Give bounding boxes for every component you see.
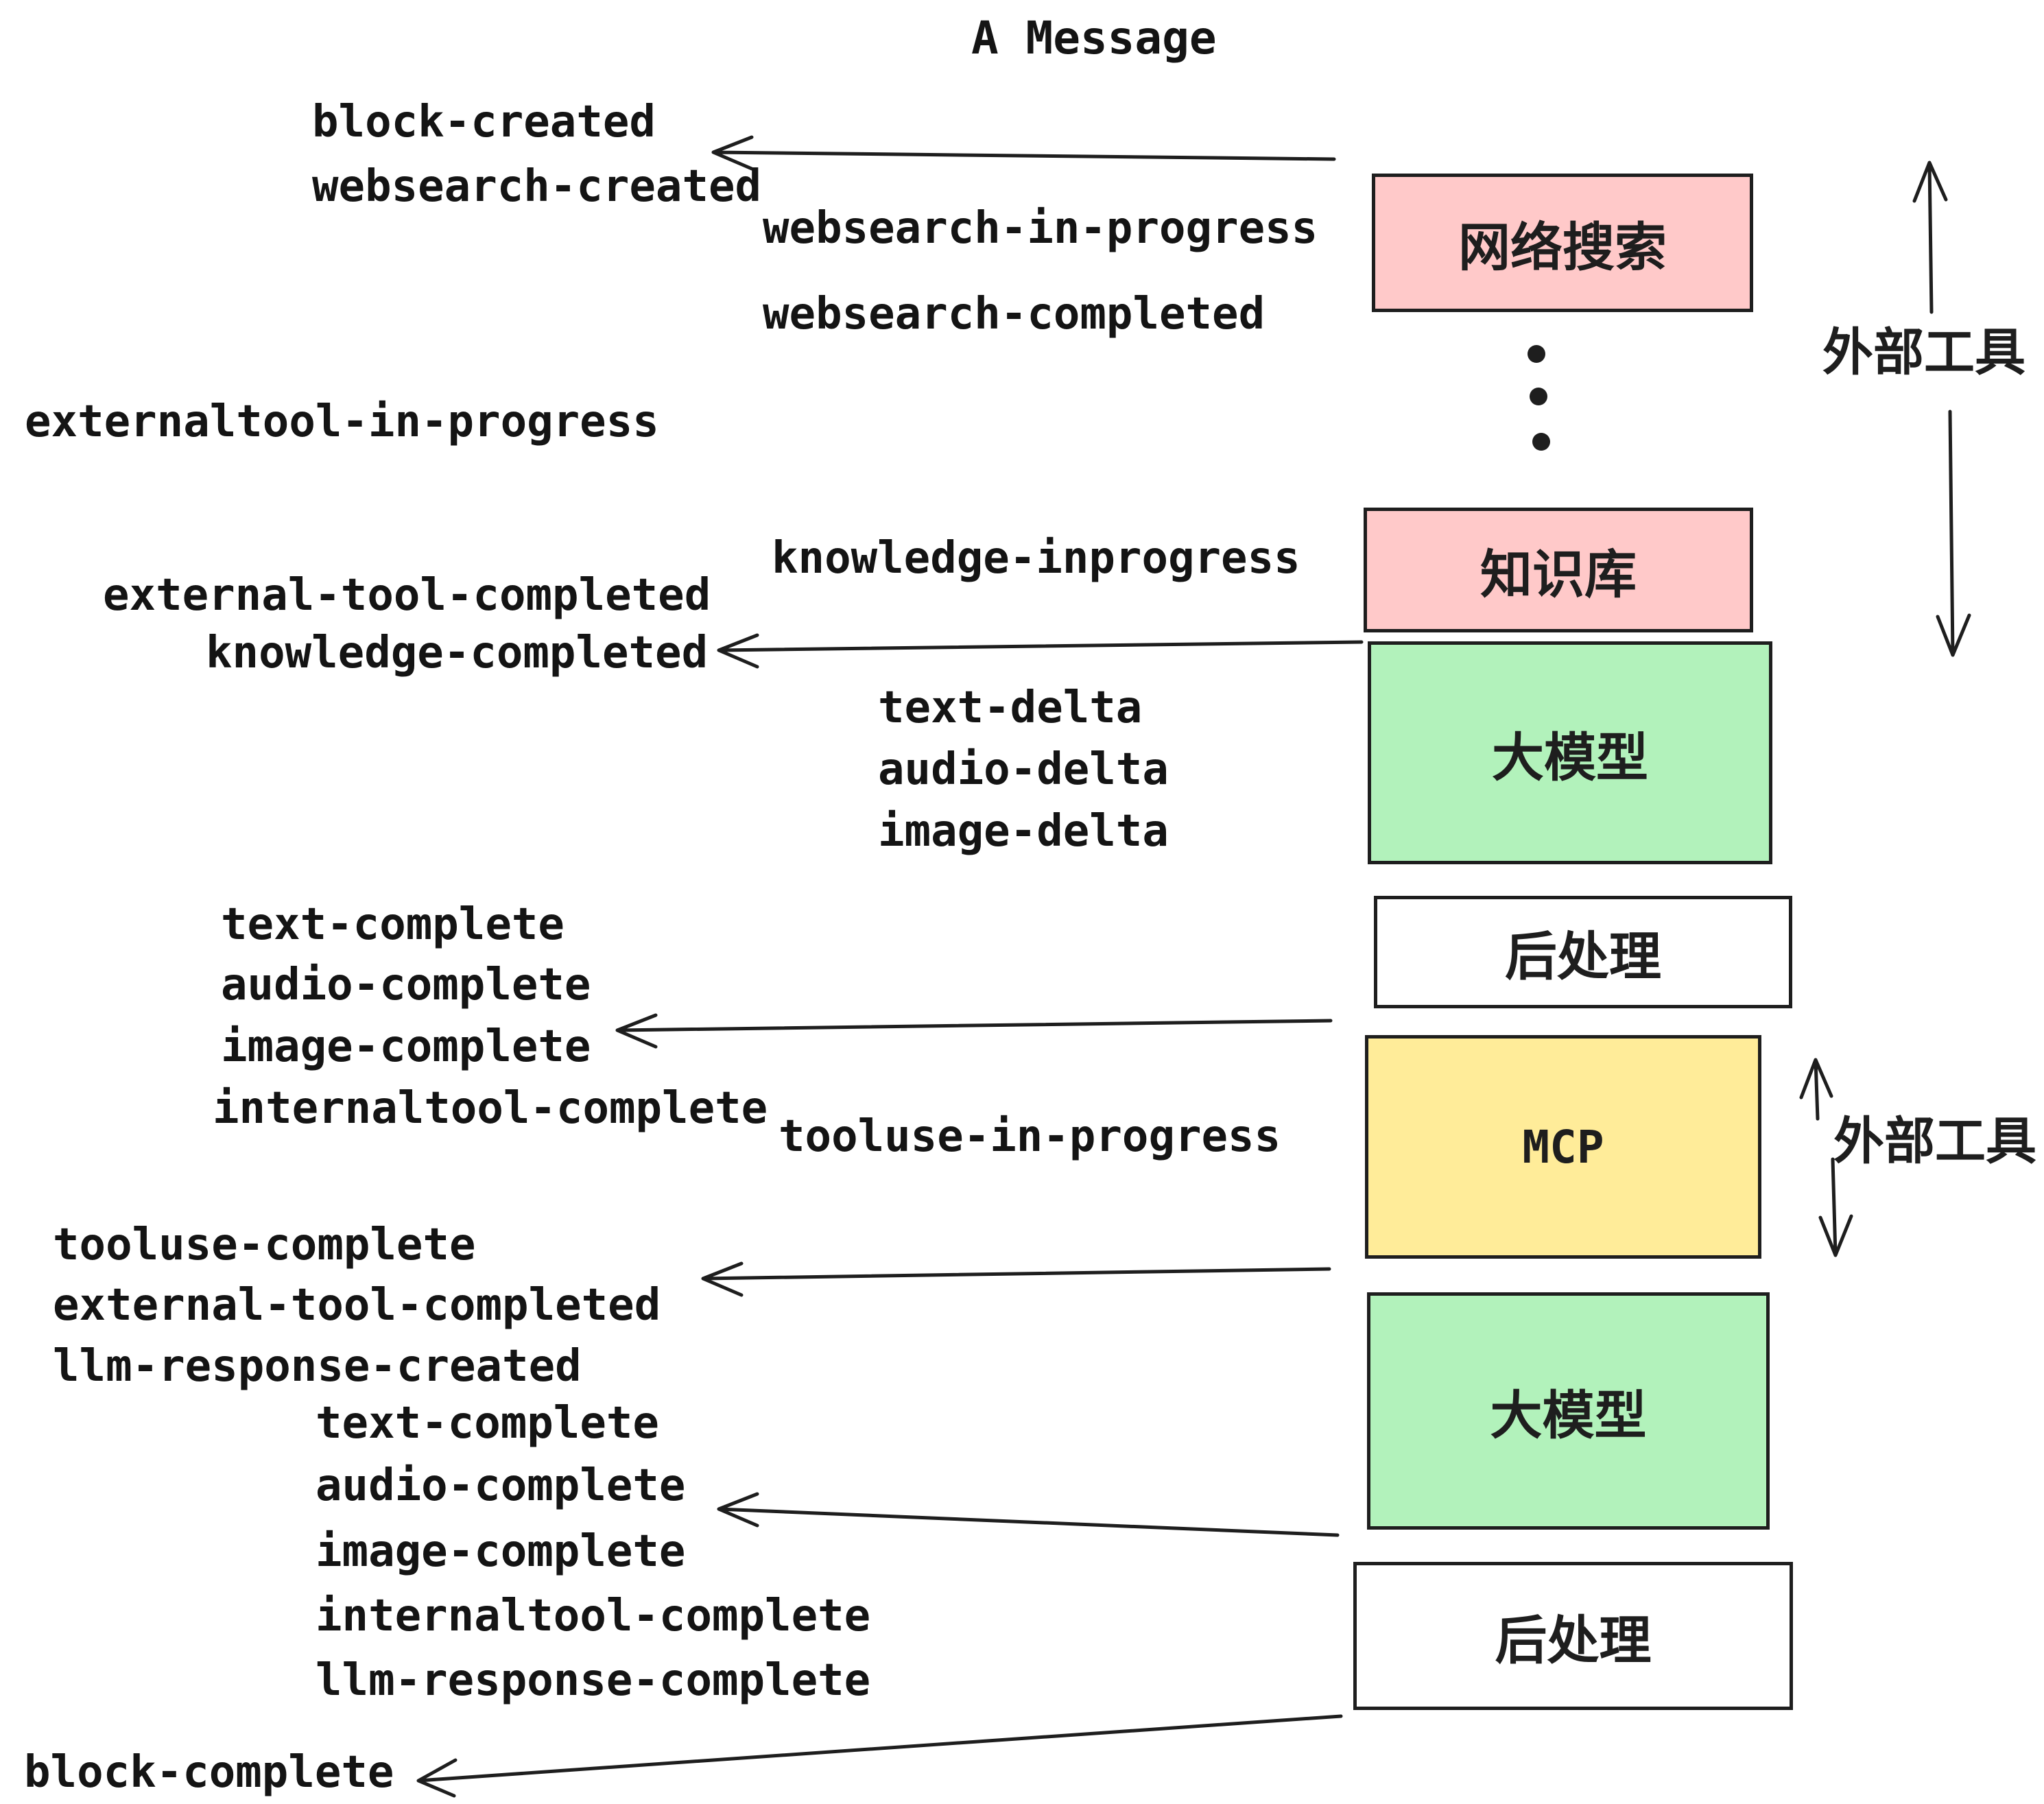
node-knowledge-label: 知识库 [1480,546,1637,604]
event-label-audio-complete-2: audio-complete [316,1460,686,1511]
event-label-websearch-in-progress: websearch-in-progress [763,203,1318,254]
arrow-external-tools-down-1 [1936,410,1971,657]
annotation-external-tools-2: 外部工具 [1833,1113,2036,1170]
event-label-websearch-completed: websearch-completed [763,289,1265,340]
event-label-tooluse-complete: tooluse-complete [53,1220,476,1270]
arrow-audio-complete [717,1492,1340,1537]
diagram-title: A Message [971,12,1217,64]
node-websearch: 网络搜索 [1372,174,1753,312]
arrow-external-tools-down-2 [1818,1157,1853,1257]
event-label-audio-delta-1: audio-delta [878,744,1169,795]
event-label-text-complete-1: text-complete [221,899,565,950]
arrow-image-complete [615,1013,1333,1049]
arrow-block-complete [416,1714,1343,1798]
event-label-text-complete-2: text-complete [316,1398,659,1449]
event-label-external-tool-completed-1: external-tool-completed [103,570,711,621]
node-websearch-label: 网络搜索 [1458,219,1667,277]
event-label-block-complete: block-complete [24,1747,394,1798]
vertical-ellipsis-dots [1528,345,1550,451]
node-mcp-label: MCP [1522,1120,1604,1174]
node-postprocess-2: 后处理 [1353,1562,1793,1710]
annotation-external-tools-1: 外部工具 [1822,324,2025,381]
event-label-websearch-created: websearch-created [312,161,762,212]
event-label-llm-response-complete: llm-response-complete [316,1655,871,1706]
node-llm-1: 大模型 [1368,641,1772,864]
event-label-audio-complete-1: audio-complete [221,960,591,1010]
event-label-internaltool-complete-2: internaltool-complete [316,1591,871,1641]
node-mcp: MCP [1365,1035,1761,1259]
arrow-external-tools-up-1 [1912,161,1948,314]
event-label-external-tool-completed-2: external-tool-completed [53,1280,661,1331]
event-label-image-complete-1: image-complete [221,1021,591,1072]
node-llm-2-label: 大模型 [1490,1387,1647,1445]
arrow-block-created [711,135,1336,171]
event-label-text-delta-1: text-delta [878,683,1143,733]
event-label-llm-response-created: llm-response-created [53,1341,582,1392]
event-label-knowledge-inprogress: knowledge-inprogress [772,533,1300,584]
arrow-external-tools-up-2 [1799,1058,1833,1121]
event-label-internaltool-complete-1: internaltool-complete [213,1083,768,1134]
arrow-knowledge-completed [717,633,1364,669]
node-llm-2: 大模型 [1367,1292,1770,1530]
event-label-image-complete-2: image-complete [316,1526,686,1577]
arrow-tooluse-complete [701,1261,1331,1297]
event-label-image-delta-1: image-delta [878,806,1169,857]
node-postprocess-1: 后处理 [1374,896,1792,1008]
node-postprocess-1-label: 后处理 [1505,928,1661,986]
node-knowledge: 知识库 [1364,508,1753,632]
event-label-tooluse-in-progress: tooluse-in-progress [779,1111,1281,1162]
node-postprocess-2-label: 后处理 [1495,1612,1652,1670]
event-label-knowledge-completed: knowledge-completed [206,628,709,678]
event-label-block-created: block-created [312,97,656,147]
event-label-externaltool-in-progress: externaltool-in-progress [25,396,659,447]
node-llm-1-label: 大模型 [1492,728,1648,787]
